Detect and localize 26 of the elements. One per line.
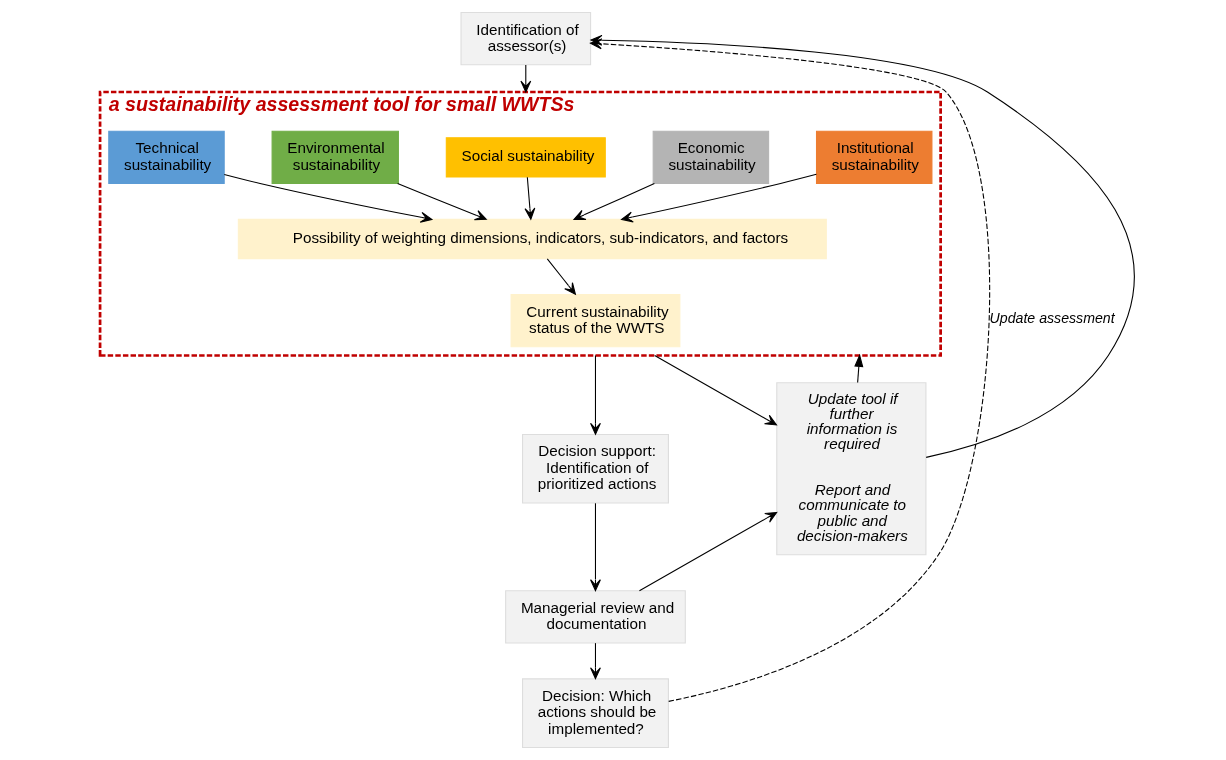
node-box: Possibility of weighting dimensions, indicators, sub-indicators, and factors [237,218,827,260]
arrow [638,511,778,592]
node-box: Institutional sustainability [815,130,933,184]
node-box: Decision: Which actions should be implemented? [522,678,669,749]
node-box: Decision support: Identification of prioritized actions [522,433,669,504]
arrow [590,354,601,435]
node-box: Social sustainability [445,137,606,178]
node-box: Identification of assessor(s) [460,11,592,66]
arrow [524,176,536,220]
arrow [590,642,601,680]
arrow [621,173,817,223]
arrow [223,173,433,223]
node-box: Environmental sustainability [271,130,399,184]
arrow [854,353,864,384]
node-box: Update tool if further information is required Report and communicate to public and decision-makers [776,382,927,556]
node-box: Managerial review and documentation [505,590,686,644]
arrow [573,183,655,220]
arrow [590,502,601,592]
arrow [520,64,532,93]
edge-label: Update assessment [989,310,1115,327]
arrow [546,258,576,295]
node-box: Current sustainability status of the WWTS [510,294,681,348]
arrow [397,183,487,221]
node-box: Technical sustainability [108,130,225,184]
node-box: Economic sustainability [652,130,770,184]
arrow [654,354,777,426]
